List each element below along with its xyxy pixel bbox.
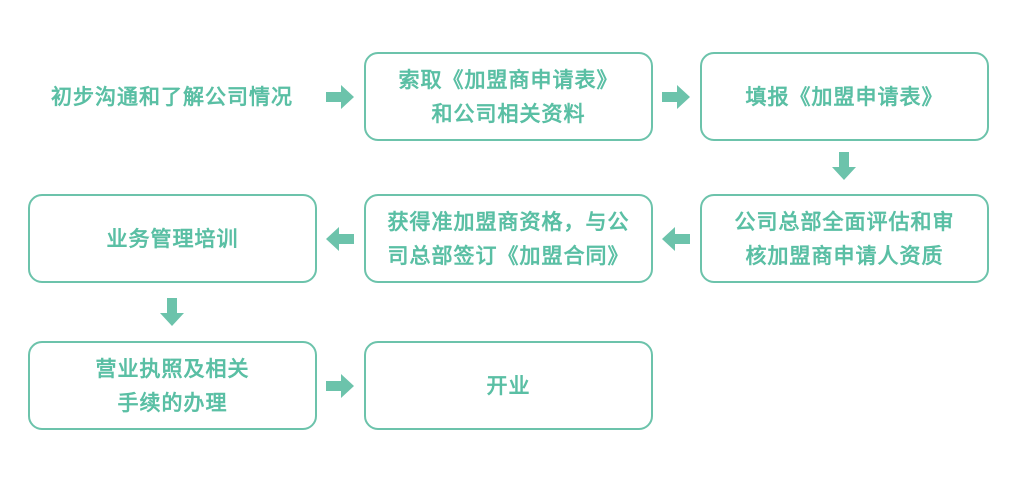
arrow-step3-to-step4-icon [830, 152, 858, 180]
flow-node-label: 开业 [486, 373, 531, 398]
flow-node-headquarters-evaluation[interactable]: 公司总部全面评估和审 核加盟商申请人资质 [700, 194, 989, 283]
arrow-step2-to-step3-icon [662, 83, 690, 111]
flow-node-label: 初步沟通和了解公司情况 [51, 84, 293, 109]
flow-node-label: 索取《加盟商申请表》 和公司相关资料 [398, 67, 619, 126]
flow-node-label: 填报《加盟申请表》 [745, 84, 944, 109]
flow-node-label: 业务管理培训 [106, 226, 239, 251]
flow-node-business-license-procedures[interactable]: 营业执照及相关 手续的办理 [28, 341, 317, 430]
flow-node-business-management-training[interactable]: 业务管理培训 [28, 194, 317, 283]
arrow-step5-to-step6-icon [326, 225, 354, 253]
flow-node-label: 获得准加盟商资格，与公 司总部签订《加盟合同》 [387, 209, 630, 268]
arrow-step4-to-step5-icon [662, 225, 690, 253]
flow-node-sign-franchise-contract[interactable]: 获得准加盟商资格，与公 司总部签订《加盟合同》 [364, 194, 653, 283]
flow-node-open-for-business[interactable]: 开业 [364, 341, 653, 430]
flow-node-label: 营业执照及相关 手续的办理 [95, 356, 250, 415]
flow-node-initial-communication[interactable]: 初步沟通和了解公司情况 [28, 52, 316, 141]
arrow-step1-to-step2-icon [326, 83, 354, 111]
flow-node-request-application-form[interactable]: 索取《加盟商申请表》 和公司相关资料 [364, 52, 653, 141]
arrow-step7-to-step8-icon [326, 372, 354, 400]
flow-node-submit-application-form[interactable]: 填报《加盟申请表》 [700, 52, 989, 141]
flow-node-label: 公司总部全面评估和审 核加盟商申请人资质 [734, 209, 955, 268]
arrow-step6-to-step7-icon [158, 298, 186, 326]
